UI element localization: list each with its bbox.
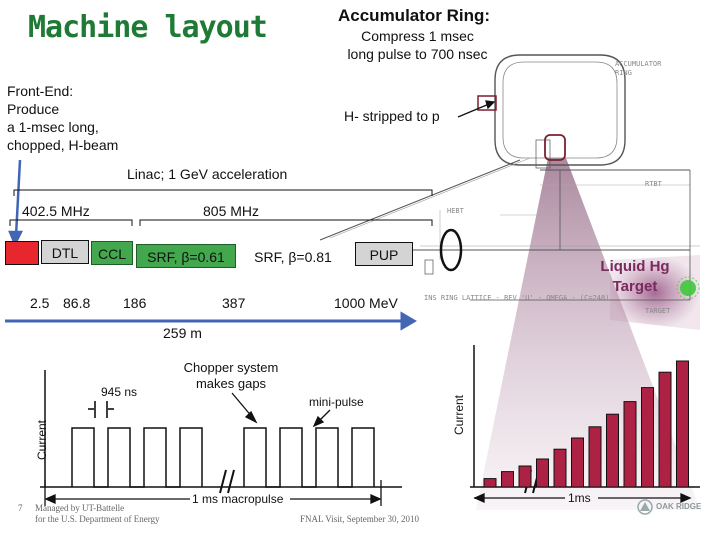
injection-highlight-box [477, 95, 497, 111]
managed-by: Managed by UT-Battelle for the U.S. Depa… [35, 503, 160, 525]
freq-low-bracket [9, 219, 133, 226]
ccl-segment: CCL [91, 241, 133, 265]
ring-pulse-bar [536, 458, 549, 488]
ring-label-hebt: HEBT [447, 207, 464, 215]
target-label: Liquid Hg Target [590, 257, 680, 297]
freq-high-label: 805 MHz [203, 203, 260, 219]
target-dot [680, 280, 696, 296]
minipulse-arrow [312, 409, 331, 428]
front-end-line-1: Front-End: [7, 83, 74, 99]
gap-label: 945 ns [101, 385, 138, 399]
current-axis-label: Current [35, 419, 49, 460]
ring-layout-drawing [319, 54, 700, 301]
accumulator-heading: Accumulator Ring: [338, 6, 491, 25]
chopper-label: Chopper system makes gaps [176, 360, 286, 392]
page-number: 7 [18, 503, 23, 513]
ion-source-block [5, 241, 39, 265]
linac-label: Linac; 1 GeV acceleration [127, 166, 288, 182]
length-arrow [5, 311, 417, 331]
ring-pulse-bar [623, 401, 637, 488]
accumulator-line-2: long pulse to 700 nsec [347, 46, 488, 62]
ring-lattice-caption: INS RING LATTICE - REV 'U' - OMEGA - (C=… [424, 294, 610, 302]
ring-pulse-bar [501, 471, 514, 488]
minipulse-label: mini-pulse [309, 395, 364, 409]
energy-2-5: 2.5 [30, 295, 50, 311]
srf-061-segment: SRF, β=0.61 [136, 244, 236, 268]
pup-segment: PUP [355, 242, 413, 266]
ring-label-target: TARGET [645, 307, 671, 315]
ring-pulse-bar [553, 448, 567, 488]
extraction-highlight-box [544, 134, 566, 161]
accumulator-line-1: Compress 1 msec [361, 28, 474, 44]
macropulse-span [44, 480, 382, 506]
linac-bracket [13, 189, 433, 196]
ring-pulse-bar [571, 437, 584, 488]
macropulse-label: 1 ms macropulse [192, 492, 284, 506]
ring-time-span [473, 492, 692, 504]
srf-081-segment: SRF, β=0.81 [238, 244, 348, 268]
energy-86-8: 86.8 [63, 295, 91, 311]
ring-time-label: 1ms [568, 491, 591, 505]
ring-label-ring: RING [615, 69, 632, 77]
chopper-arrow [231, 392, 258, 424]
ring-pulse-bar [483, 478, 497, 488]
front-end-line-4: chopped, H-beam [7, 137, 119, 153]
logo-text: OAK RIDGE [656, 502, 702, 511]
ring-pulse-bar [676, 360, 689, 488]
ring-pulse-bar [588, 426, 602, 488]
ring-label-rtbt: RTBT [645, 180, 662, 188]
target-label-line-2: Target [612, 278, 658, 295]
managed-by-line-1: Managed by UT-Battelle [35, 503, 125, 513]
ring-pulse-bar [641, 387, 654, 488]
page-title: Machine layout [28, 10, 268, 45]
event-label: FNAL Visit, September 30, 2010 [300, 514, 419, 524]
energy-1000: 1000 MeV [334, 295, 398, 311]
h-stripped-label: H- stripped to p [344, 108, 440, 124]
accumulator-description: Compress 1 msec long pulse to 700 nsec [330, 27, 505, 63]
energy-387: 387 [222, 295, 246, 311]
dtl-segment: DTL [41, 240, 89, 264]
freq-low-label: 402.5 MHz [22, 203, 90, 219]
freq-high-bracket [139, 219, 433, 226]
ring-pulse-bar [658, 371, 672, 488]
annotation-arrows [457, 100, 496, 118]
front-end-line-3: a 1-msec long, [7, 119, 99, 135]
front-end-arrow [8, 159, 24, 248]
energy-186: 186 [123, 295, 147, 311]
chopper-line-1: Chopper system [183, 360, 279, 375]
ring-pulse-bar [606, 413, 619, 488]
target-label-line-1: Liquid Hg [600, 258, 670, 275]
front-end-line-2: Produce [7, 101, 60, 117]
front-end-description: Front-End: Produce a 1-msec long, choppe… [7, 82, 118, 154]
ring-label-accumulator: ACCUMULATOR [615, 60, 662, 68]
ornl-logo: OAK RIDGE [636, 494, 706, 522]
ring-pulse-bar [518, 465, 532, 488]
managed-by-line-2: for the U.S. Department of Energy [35, 514, 160, 524]
ring-current-axis-label: Current [452, 394, 466, 435]
chopper-line-2: makes gaps [195, 376, 267, 391]
length-label: 259 m [163, 325, 202, 341]
injection-oval [439, 228, 463, 272]
gap-marker [88, 401, 114, 418]
target-glow [610, 255, 700, 330]
ring-pulse-bars [483, 360, 689, 488]
logo-mark-icon [637, 499, 653, 515]
